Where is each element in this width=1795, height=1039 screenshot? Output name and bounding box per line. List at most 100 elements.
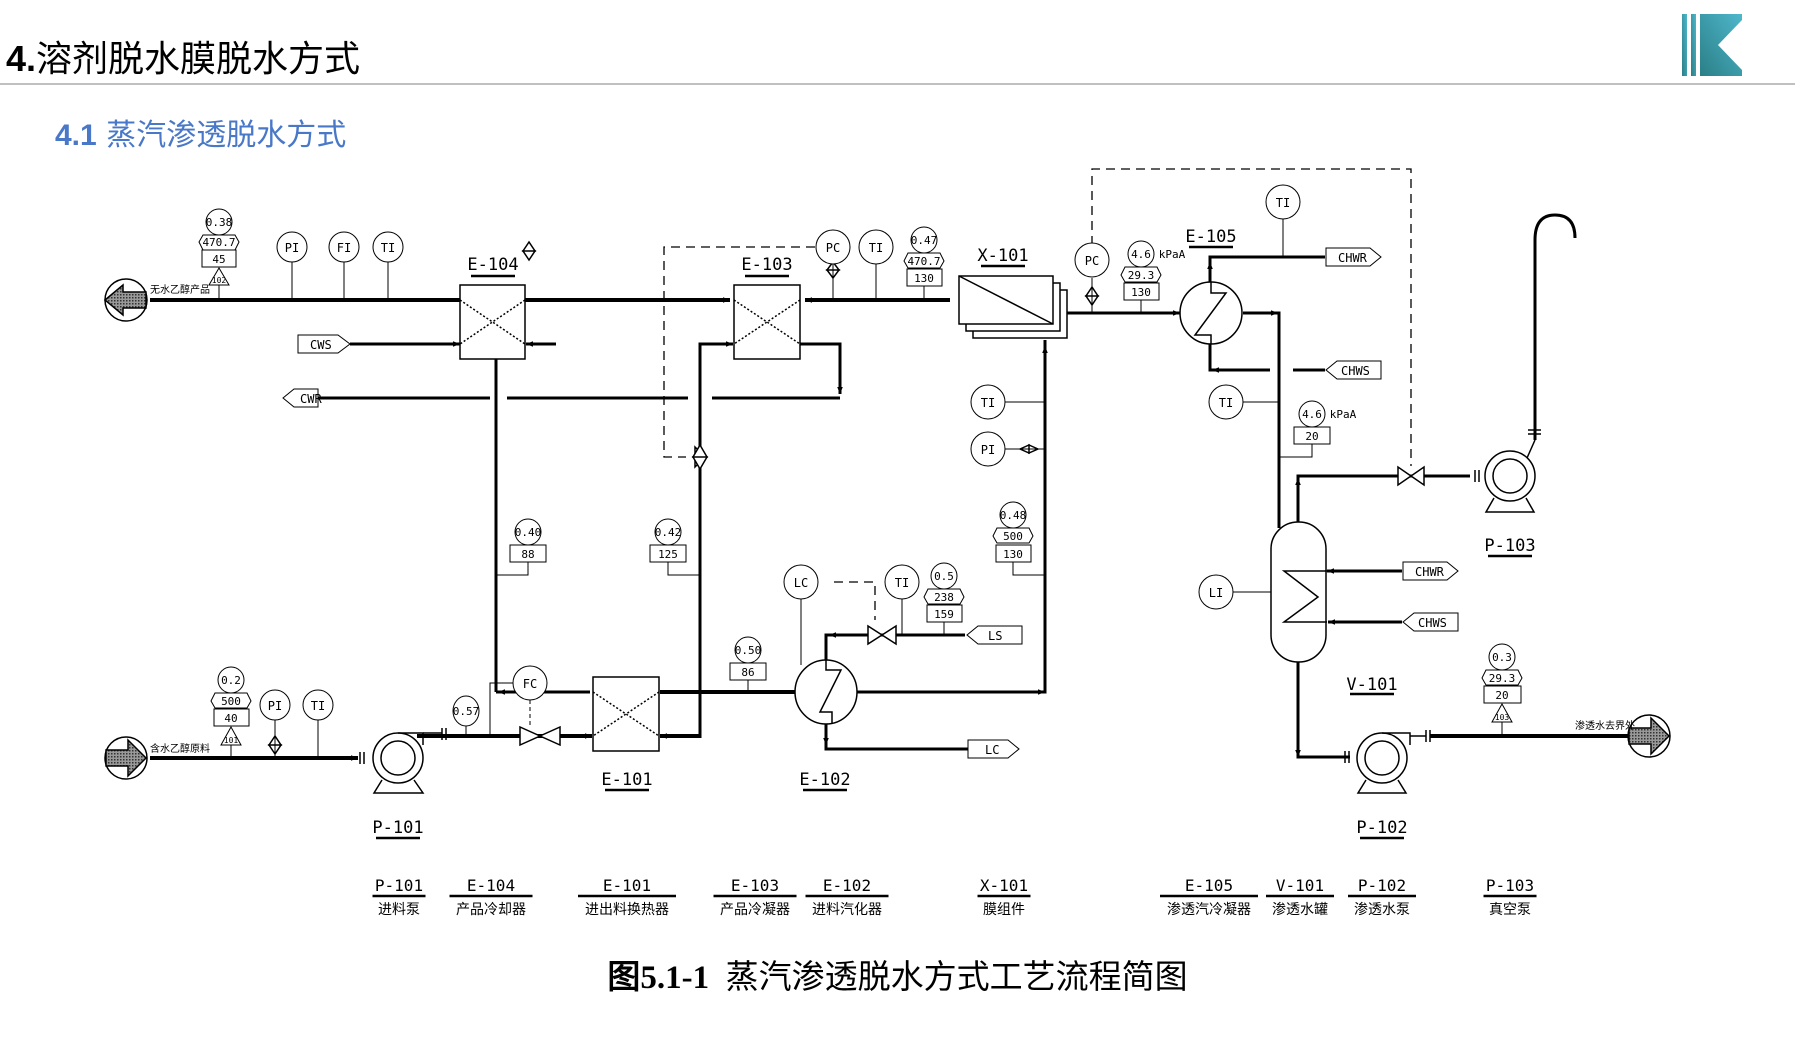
svg-text:130: 130 [1003,548,1023,561]
svg-text:0.2: 0.2 [221,674,241,687]
svg-text:PI: PI [268,699,282,713]
svg-text:TI: TI [381,241,395,255]
svg-text:0.48: 0.48 [1000,509,1027,522]
svg-text:CWS: CWS [310,338,332,352]
tag-e105: E-105 [1185,227,1236,247]
svg-text:4.6: 4.6 [1131,248,1151,261]
svg-text:LC: LC [794,576,808,590]
feed-stream-label: 含水乙醇原料 [150,742,210,755]
tag-p101: P-101 [372,818,423,838]
legend-name: 膜组件 [983,902,1025,918]
legend-tag: P-101 [375,876,423,895]
svg-text:TI: TI [1276,196,1290,210]
legend-item: P-103 真空泵 [1483,876,1537,918]
legend-tag: E-102 [823,876,871,895]
svg-text:FC: FC [523,677,537,691]
legend-tag: X-101 [980,876,1028,895]
svg-text:0.57: 0.57 [453,705,480,718]
permeate-outlet-connector [1627,714,1671,758]
svg-text:0.5: 0.5 [934,570,954,583]
stream-condition-tags: 0.38 470.7 45 102 0.47 470.7 130 4.6 kPa… [198,208,1523,758]
legend-name: 渗透汽冷凝器 [1167,902,1251,918]
legend-item: P-101 进料泵 [372,876,426,918]
section-title: 4.溶剂脱水膜脱水方式 [6,38,361,80]
ti-instrument: TI [970,384,1045,420]
svg-text:FI: FI [337,241,351,255]
ti-instrument: TI [1265,184,1301,257]
equipment-tags: E-104 E-103 X-101 E-105 E-101 E-102 P-10… [372,227,1535,838]
svg-text:20: 20 [1305,430,1318,443]
cwr-flag: CWR [282,388,322,408]
instruments: PI FI TI PC TI PC TI TI TI PI LC TI FC P… [259,184,1301,758]
svg-text:470.7: 470.7 [907,255,940,268]
ti-instrument: TI [858,229,894,300]
stream-tag-x101-in: 0.48 500 130 [992,501,1045,576]
legend-tag: E-101 [603,876,651,895]
stream-tag-product: 0.38 470.7 45 102 [198,208,240,300]
svg-text:0.50: 0.50 [735,644,762,657]
ti-instrument: TI [372,231,404,300]
heat-exchanger-e103 [733,284,801,360]
stream-tag-x101-out: 0.47 470.7 130 [903,226,945,300]
legend-item: X-101 膜组件 [977,876,1031,918]
svg-text:101: 101 [224,736,239,745]
svg-text:0.3: 0.3 [1492,651,1512,664]
svg-text:PI: PI [981,443,995,457]
cws-flag: CWS [297,334,351,354]
svg-text:45: 45 [212,253,225,266]
legend-name: 进料汽化器 [812,902,882,918]
svg-text:130: 130 [1131,286,1151,299]
svg-text:CHWS: CHWS [1418,616,1447,630]
svg-text:103: 103 [1495,713,1510,722]
stream-tag-e104-hot: 0.40 88 [496,518,547,576]
legend-tag: E-105 [1185,876,1233,895]
stream-labels: 无水乙醇产品 含水乙醇原料 渗透水去界外 [150,283,1635,755]
pi-instrument: PI [276,231,308,300]
stream-tag-e101-out: 0.50 86 [729,636,767,692]
vacuum-pump-p103 [1474,429,1541,513]
svg-text:TI: TI [311,699,325,713]
stream-tag-p101-out: 0.57 [452,695,480,736]
legend-name: 进料泵 [378,902,420,918]
vaporizer-e102 [794,659,858,725]
ti-instrument: TI [1208,384,1279,420]
svg-text:LS: LS [988,629,1002,643]
svg-text:20: 20 [1495,689,1508,702]
svg-text:kPaA: kPaA [1159,248,1186,261]
svg-text:PI: PI [285,241,299,255]
svg-text:88: 88 [521,548,534,561]
ti-instrument: TI [884,564,920,635]
heat-exchanger-e101 [592,676,660,752]
svg-text:TI: TI [981,396,995,410]
svg-text:40: 40 [224,712,237,725]
svg-text:kPaA: kPaA [1330,408,1357,421]
stream-tag-feed: 0.2 500 40 101 [210,666,252,758]
stream-tag-permeate: 0.3 29.3 20 103 [1481,643,1523,736]
permeate-stream-label: 渗透水去界外 [1575,719,1635,732]
legend-tag: P-103 [1486,876,1534,895]
svg-text:102: 102 [212,276,227,285]
legend-name: 真空泵 [1489,902,1531,918]
svg-text:TI: TI [1219,396,1233,410]
tag-e104: E-104 [467,255,518,275]
pi-instrument: PI [970,431,1045,467]
chws-flag-v101: CHWS [1402,612,1459,632]
svg-text:0.47: 0.47 [911,234,938,247]
svg-text:29.3: 29.3 [1128,269,1155,282]
svg-text:CHWR: CHWR [1338,251,1368,265]
svg-text:CWR: CWR [300,392,322,406]
tag-e102: E-102 [799,770,850,790]
product-stream-label: 无水乙醇产品 [150,283,210,296]
svg-text:159: 159 [934,608,954,621]
legend-tag: P-102 [1358,876,1406,895]
fi-instrument: FI [328,231,360,300]
legend-tag: E-104 [467,876,515,895]
stream-tag-v101-vac: 4.6 kPaA 20 [1279,400,1357,458]
svg-text:4.6: 4.6 [1302,408,1322,421]
legend-name: 产品冷却器 [456,902,526,918]
svg-text:TI: TI [869,241,883,255]
